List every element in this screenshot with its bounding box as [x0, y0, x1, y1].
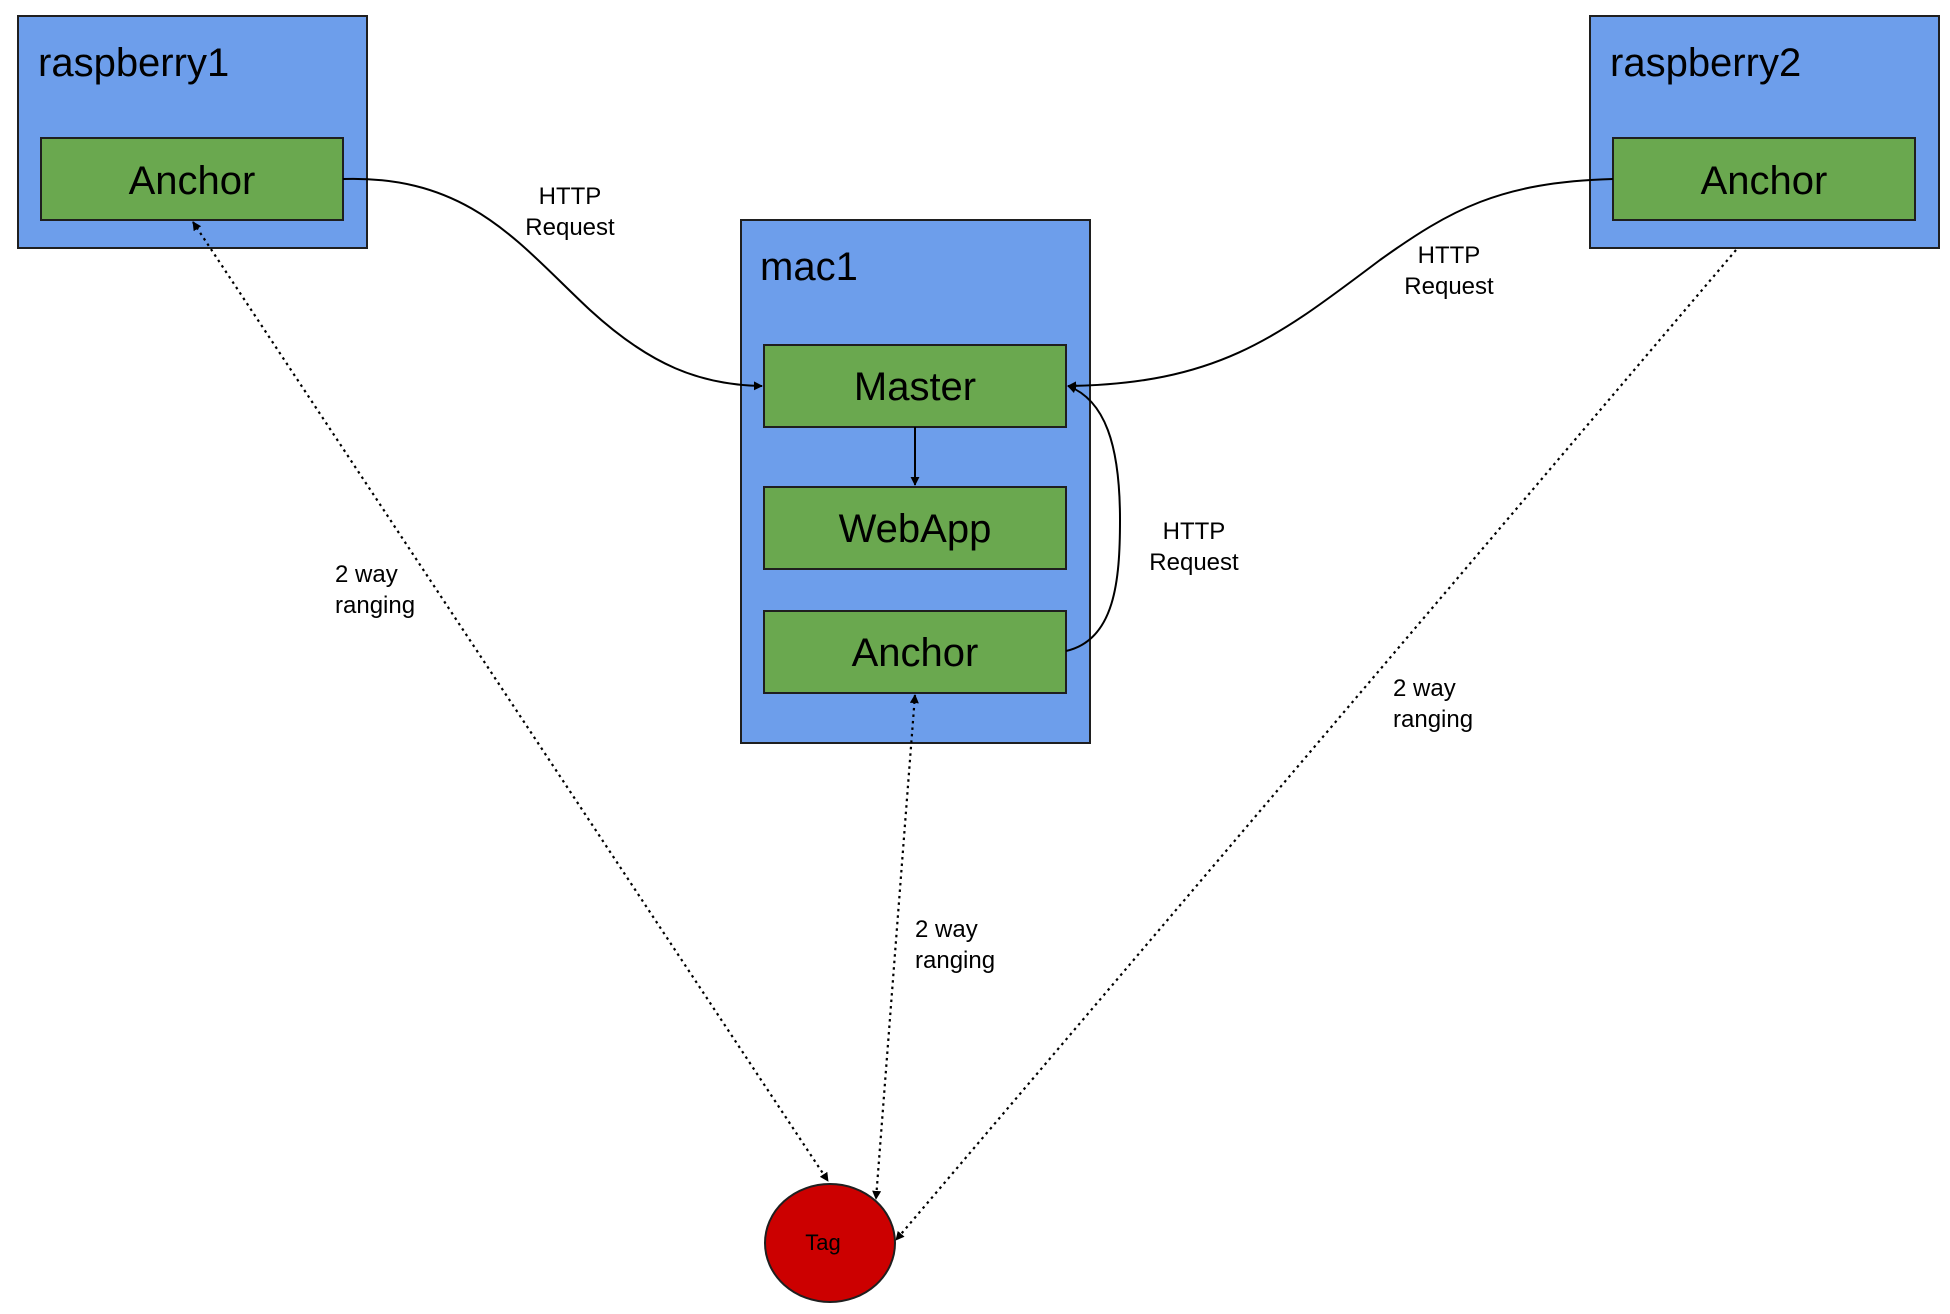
host-raspberry1: raspberry1 Anchor [17, 15, 368, 249]
label-ranging-left-line1: 2 way [335, 561, 398, 588]
label-ranging-center-line2: ranging [915, 947, 995, 974]
label-ranging-right-line2: ranging [1393, 706, 1473, 733]
ranging-raspberry2-tag-arrow [895, 249, 1737, 1241]
mac1-master: Master [763, 344, 1067, 428]
mac1-anchor: Anchor [763, 610, 1067, 694]
host-raspberry1-label: raspberry1 [38, 41, 229, 85]
label-http-left-line1: HTTP [539, 183, 602, 210]
raspberry1-anchor-box [40, 137, 344, 221]
label-http-right-line1: HTTP [1418, 242, 1481, 269]
raspberry2-anchor-label: Anchor [1701, 159, 1828, 203]
label-http-mac-line2: Request [1149, 549, 1239, 576]
ranging-mac1-tag-arrow [872, 694, 919, 1200]
mac1-master-label: Master [854, 365, 976, 409]
http-mac-anchor-to-master-arrow [1065, 384, 1122, 652]
raspberry1-anchor-label: Anchor [129, 159, 256, 203]
label-http-mac: HTTP Request [1149, 518, 1239, 576]
label-ranging-center: 2 way ranging [915, 916, 995, 974]
label-ranging-left: 2 way ranging [335, 561, 415, 619]
label-ranging-center-line1: 2 way [915, 916, 978, 943]
raspberry2-anchor-box [1612, 137, 1916, 221]
host-mac1-label: mac1 [760, 245, 858, 289]
label-ranging-left-line2: ranging [335, 592, 415, 619]
raspberry1-anchor: Anchor [40, 137, 344, 221]
http-raspberry2-to-master-arrow [1067, 178, 1614, 391]
raspberry2-anchor: Anchor [1612, 137, 1916, 221]
mac1-webapp-label: WebApp [839, 507, 992, 551]
label-http-left: HTTP Request [525, 183, 615, 241]
label-http-mac-line1: HTTP [1163, 518, 1226, 545]
label-ranging-right: 2 way ranging [1393, 675, 1473, 733]
label-http-left-line2: Request [525, 214, 615, 241]
tag-label: Tag [805, 1230, 840, 1255]
tag-node: Tag [764, 1183, 896, 1303]
host-raspberry2: raspberry2 Anchor [1589, 15, 1940, 249]
label-ranging-right-line1: 2 way [1393, 675, 1456, 702]
host-raspberry2-label: raspberry2 [1610, 41, 1801, 85]
tag-circle [764, 1183, 896, 1303]
label-http-right-line2: Request [1404, 273, 1494, 300]
mac1-webapp: WebApp [763, 486, 1067, 570]
ranging-raspberry1-tag-arrow [192, 221, 829, 1182]
mac1-anchor-label: Anchor [852, 631, 979, 675]
label-http-right: HTTP Request [1404, 242, 1494, 300]
